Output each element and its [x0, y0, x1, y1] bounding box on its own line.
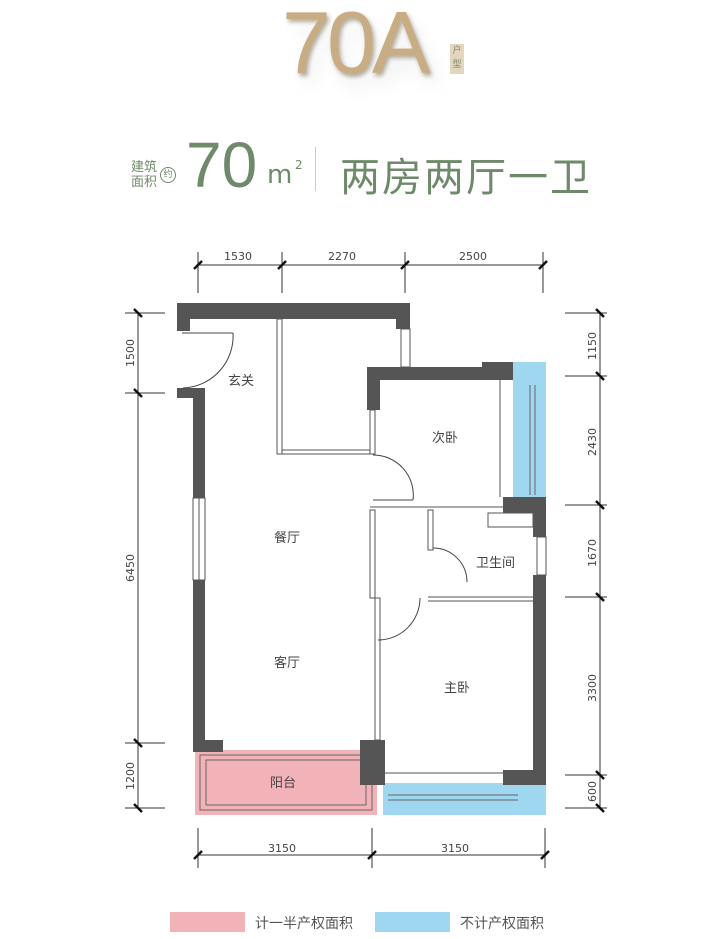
divider	[315, 147, 316, 191]
room-label-bathroom: 卫生间	[476, 556, 515, 571]
dim-right-2: 2430	[586, 428, 599, 456]
legend-label-excluded-area: 不计产权面积	[460, 916, 544, 932]
unit-type-tag: 户型	[450, 44, 464, 74]
dimension-ticks	[133, 260, 605, 860]
dim-bottom-1: 3150	[268, 842, 296, 855]
bath-door-swing	[432, 547, 468, 583]
doors	[182, 332, 468, 641]
dim-top-1: 1530	[224, 250, 252, 263]
dim-top-2: 2270	[328, 250, 356, 263]
legend-label-half-area: 计一半产权面积	[255, 916, 353, 932]
room-label-balcony: 阳台	[270, 776, 296, 791]
legend-swatch-half-area	[170, 912, 245, 932]
room-label-second-bedroom: 次卧	[432, 430, 458, 446]
room-label-dining: 餐厅	[274, 530, 300, 546]
layout-type: 两房两厅一卫	[340, 155, 592, 201]
dim-left-2: 6450	[124, 554, 137, 582]
entry-door-swing	[182, 332, 234, 389]
dim-right-3: 1670	[586, 539, 599, 567]
building-area-label: 建筑面积	[131, 160, 158, 190]
dim-top-3: 2500	[459, 250, 487, 263]
area-unit-superscript: 2	[295, 158, 303, 172]
master-door-swing	[377, 597, 421, 641]
unit-model-title: 70A	[282, 0, 431, 92]
dim-right-5: 600	[586, 781, 599, 802]
room-label-entry: 玄关	[228, 374, 254, 389]
room-label-living: 客厅	[274, 655, 300, 671]
area-unit: m	[267, 160, 293, 190]
bedroom2-door-swing	[372, 454, 414, 501]
excluded-window-bottom	[383, 783, 523, 815]
legend-swatch-excluded-area	[375, 912, 450, 932]
dim-bottom-2: 3150	[441, 842, 469, 855]
dim-right-4: 3300	[586, 674, 599, 702]
walls	[177, 303, 546, 785]
approx-badge: 约	[160, 167, 176, 183]
dim-left-3: 1200	[124, 762, 137, 790]
dim-right-1: 1150	[586, 332, 599, 360]
area-value: 70	[186, 129, 258, 201]
partitions	[192, 318, 547, 774]
balcony-area	[195, 750, 377, 815]
dim-left-1: 1500	[124, 339, 137, 367]
room-label-master-bedroom: 主卧	[444, 681, 470, 696]
